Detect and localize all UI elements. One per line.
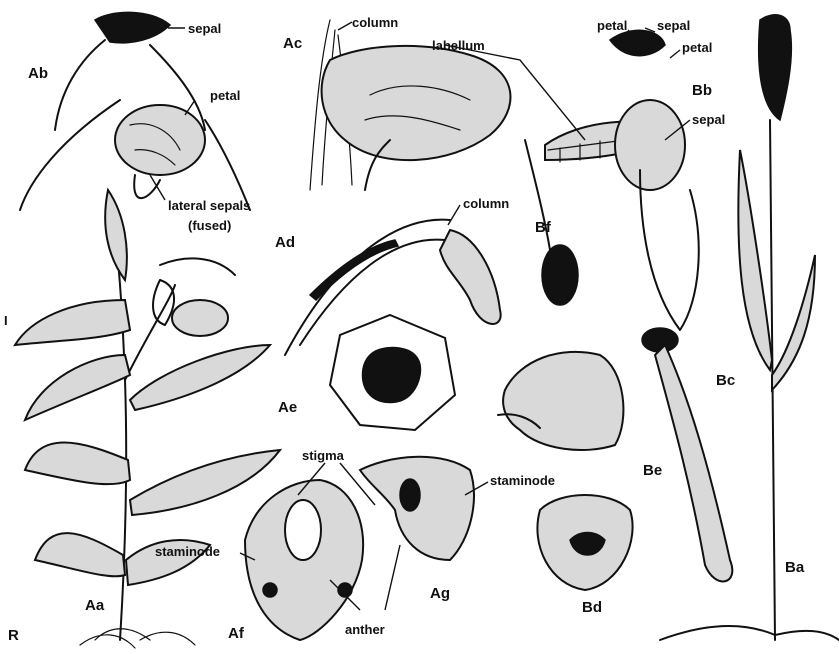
label-sepal-right: sepal xyxy=(692,112,725,127)
label-sepal-top: sepal xyxy=(188,21,221,36)
figure-Ae-cross-section xyxy=(330,315,455,430)
label-lateral-sepals-fused: (fused) xyxy=(188,218,231,233)
figure-Bf-column xyxy=(525,140,578,305)
label-column-ad: column xyxy=(463,196,509,211)
label-stigma: stigma xyxy=(302,448,345,463)
figure-label-Ag: Ag xyxy=(430,585,450,602)
figure-label-Be: Be xyxy=(643,462,662,479)
label-staminode-left: staminode xyxy=(155,544,220,559)
label-petal-right: petal xyxy=(682,40,712,55)
label-anther: anther xyxy=(345,622,385,637)
figure-label-Ab: Ab xyxy=(28,65,48,82)
figure-Bd-front xyxy=(537,495,632,590)
label-lateral-sepals: lateral sepals xyxy=(168,198,250,213)
figure-Ba-whole-plant xyxy=(660,15,839,640)
figure-label-Bd: Bd xyxy=(582,599,602,616)
figure-label-Ad: Ad xyxy=(275,234,295,251)
label-staminode-right: staminode xyxy=(490,473,555,488)
figure-Aa-whole-plant xyxy=(15,190,280,648)
figure-Ag-column-side xyxy=(360,457,474,560)
figure-label-Ba: Ba xyxy=(785,559,805,576)
figure-Be-detail xyxy=(498,352,623,450)
figure-label-Bf: Bf xyxy=(535,219,552,236)
figure-label-Ac: Ac xyxy=(283,35,302,52)
figure-Af-column-front xyxy=(245,480,363,640)
figure-Bc-labellum xyxy=(642,328,732,581)
margin-mark: I xyxy=(4,313,8,328)
figure-label-Ae: Ae xyxy=(278,399,297,416)
label-labellum: labellum xyxy=(432,38,485,53)
figure-Ab-flower xyxy=(20,12,250,210)
label-column-top: column xyxy=(352,15,398,30)
label-petal-left: petal xyxy=(597,18,627,33)
figure-label-Bb: Bb xyxy=(692,82,712,99)
figure-label-Aa: Aa xyxy=(85,597,105,614)
label-sepal-right-top: sepal xyxy=(657,18,690,33)
label-petal-ab: petal xyxy=(210,88,240,103)
figure-label-Af: Af xyxy=(228,625,245,642)
figure-label-Bc: Bc xyxy=(716,372,735,389)
artist-monogram: R xyxy=(8,627,19,644)
